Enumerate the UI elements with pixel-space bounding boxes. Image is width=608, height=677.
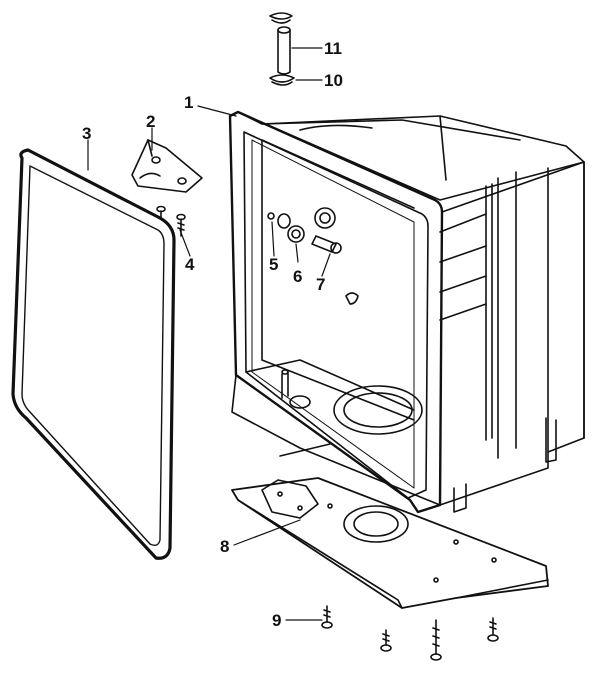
screw-d — [488, 618, 498, 641]
callout-9: 9 — [272, 611, 281, 630]
hose-and-clamps — [270, 13, 294, 85]
callout-6: 6 — [293, 267, 302, 286]
callout-4: 4 — [185, 255, 195, 274]
leader-lines — [87, 47, 331, 621]
callout-11: 11 — [324, 39, 342, 58]
callout-2: 2 — [146, 112, 155, 131]
mounting-screws — [322, 606, 498, 660]
screw-c — [431, 620, 441, 660]
screw-a — [322, 606, 332, 628]
hinge-bracket — [132, 140, 202, 192]
screw-b — [381, 630, 391, 651]
callout-3: 3 — [82, 124, 91, 143]
callout-7: 7 — [316, 275, 325, 294]
callout-labels: 1 2 3 4 5 6 7 8 9 10 11 — [82, 39, 343, 630]
callout-1: 1 — [184, 93, 193, 112]
fill-fitting-group — [268, 208, 341, 253]
door-gasket — [13, 150, 174, 558]
dishwasher-tub — [230, 112, 584, 512]
callout-10: 10 — [324, 71, 343, 90]
base-plate — [232, 444, 548, 608]
callout-5: 5 — [269, 255, 278, 274]
callout-8: 8 — [220, 537, 229, 556]
